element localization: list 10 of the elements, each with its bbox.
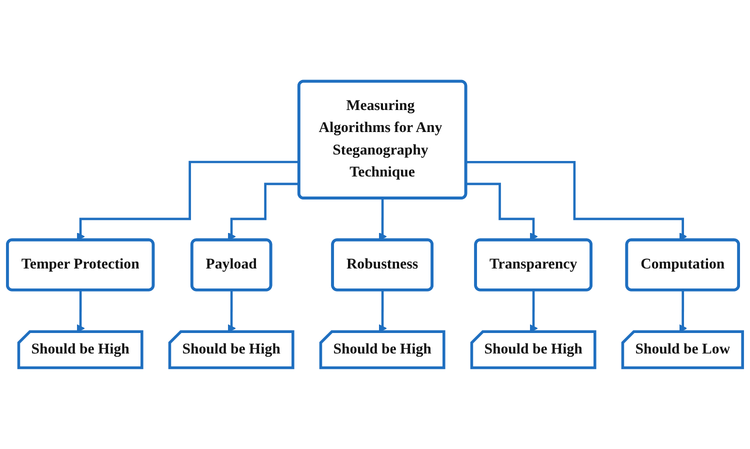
arrow <box>228 182 300 241</box>
arrow <box>466 160 688 241</box>
arrow <box>228 289 236 332</box>
arrow <box>378 197 387 241</box>
arrow <box>466 182 538 241</box>
arrow <box>76 289 85 332</box>
arrow <box>678 289 688 332</box>
arrow <box>530 289 538 332</box>
arrow <box>378 289 387 332</box>
arrow <box>76 160 300 241</box>
